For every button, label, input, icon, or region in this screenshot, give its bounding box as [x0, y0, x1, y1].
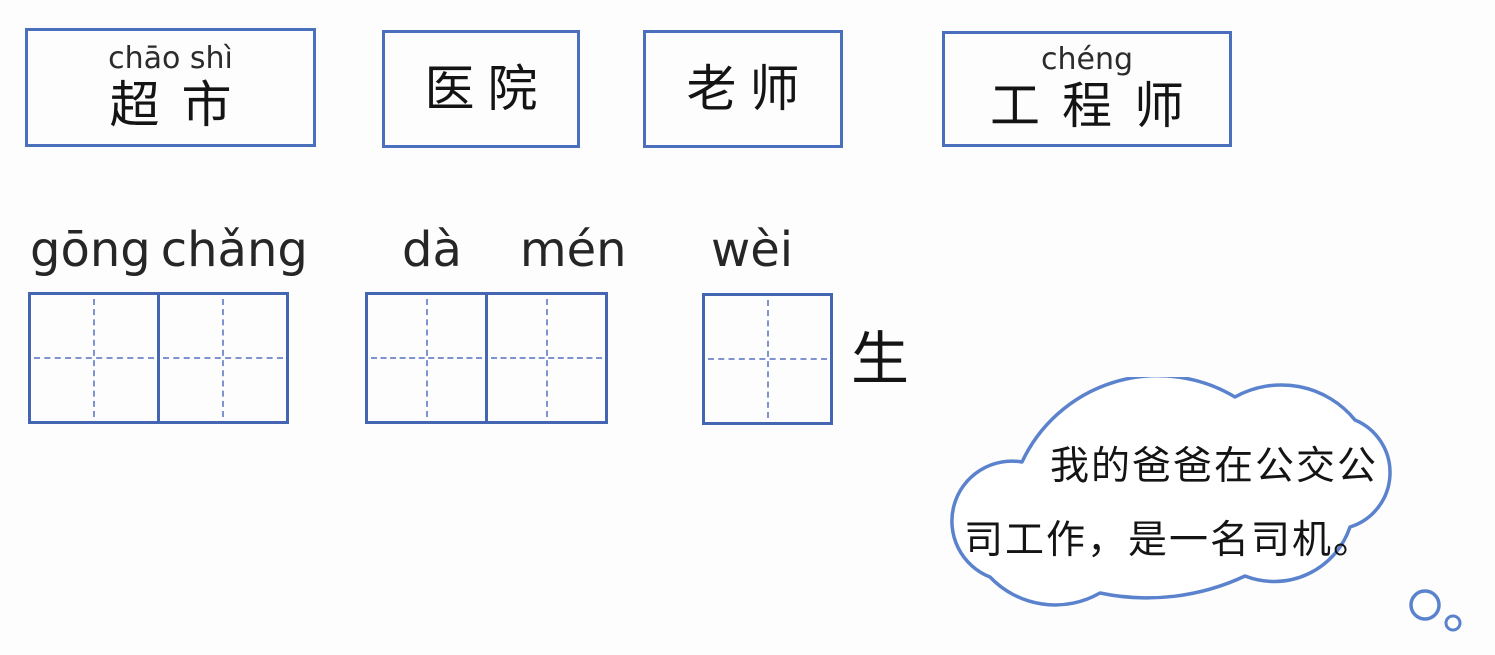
writing-grid-gongchang: [28, 292, 289, 424]
bubble-line: 司工作，是一名司机。: [964, 519, 1375, 562]
word-card-teacher: 老师: [643, 30, 843, 148]
tianzige-cell: [368, 295, 485, 421]
word-card-hanzi: 医院: [424, 61, 551, 117]
suffix-hanzi-sheng: 生: [851, 327, 910, 392]
thought-cloud-icon: [950, 377, 1462, 632]
word-card-hanzi: 工程师: [990, 78, 1206, 134]
word-card-hanzi: 超市: [109, 76, 254, 133]
tianzige-cell: [31, 295, 157, 421]
tianzige-cell: [705, 296, 830, 422]
pinyin-word: gōng: [30, 222, 151, 278]
word-card-supermarket: chāo shì 超市: [25, 28, 316, 147]
pinyin-label-wei: wèi: [711, 222, 793, 278]
word-card-hanzi: 老师: [686, 61, 813, 117]
pinyin-word: wèi: [711, 222, 794, 278]
word-card-pinyin: chéng: [1040, 42, 1134, 77]
pinyin-label-damen: dà mén: [402, 222, 627, 278]
pinyin-label-gongchang: gōng chǎng: [30, 222, 308, 278]
word-card-hospital: 医院: [382, 30, 580, 148]
bubble-line: 我的爸爸在公交公: [1050, 445, 1379, 488]
pinyin-word: mén: [519, 222, 627, 278]
writing-grid-wei: [702, 293, 833, 425]
thought-tail-circle-large: [1409, 589, 1441, 621]
pinyin-word: dà: [402, 222, 462, 278]
tianzige-cell: [485, 295, 605, 421]
tianzige-cell: [157, 295, 286, 421]
word-card-pinyin: chāo shì: [108, 40, 233, 76]
writing-grid-damen: [365, 292, 608, 424]
cloud-outline: [950, 377, 1392, 607]
thought-bubble-text: 我的爸爸在公交公 司工作，是一名司机。: [964, 430, 1396, 578]
pinyin-word: chǎng: [160, 222, 308, 278]
word-card-engineer: chéng 工程师: [942, 31, 1232, 147]
thought-tail-circle-small: [1444, 614, 1462, 632]
